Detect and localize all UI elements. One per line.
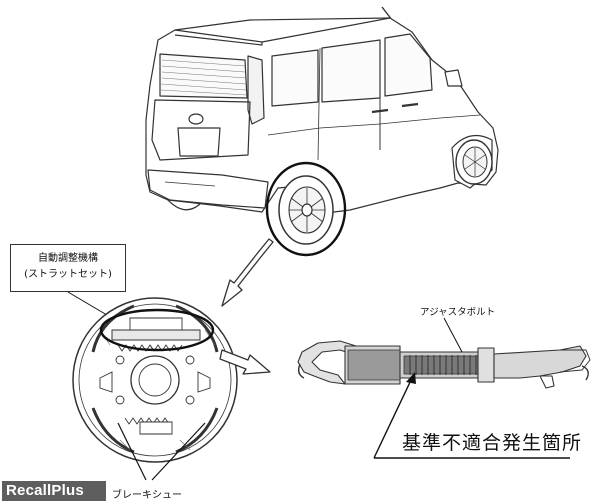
car-rear-view-illustration	[145, 6, 499, 245]
strut-label-line-1: 自動調整機構	[38, 253, 98, 264]
defect-location-label: 基準不適合発生箇所	[402, 432, 583, 454]
recallplus-watermark: RecallPlus	[2, 481, 106, 501]
arrow-wheel-to-drum	[221, 238, 274, 307]
strut-set-adjuster-illustration	[297, 340, 591, 389]
wheel-highlight-ellipse	[265, 161, 347, 257]
brake-shoe-label: ブレーキシュー	[112, 490, 182, 501]
strut-leader-line	[67, 291, 113, 319]
adjuster-bolt-label: アジャスタボルト	[420, 307, 496, 318]
adjuster-bolt-leader-line	[443, 317, 463, 353]
defect-arrow-head	[406, 372, 416, 384]
strut-label-line-2: (ストラットセット)	[24, 269, 112, 280]
brake-drum-illustration	[72, 297, 238, 463]
brake-shoe-leader-lines	[117, 422, 206, 481]
strut-highlight-ellipse	[99, 308, 215, 352]
defect-arrow-line	[373, 377, 413, 459]
arrow-drum-to-detail	[219, 349, 271, 375]
strut-set-label-box: 自動調整機構 (ストラットセット)	[10, 244, 126, 292]
